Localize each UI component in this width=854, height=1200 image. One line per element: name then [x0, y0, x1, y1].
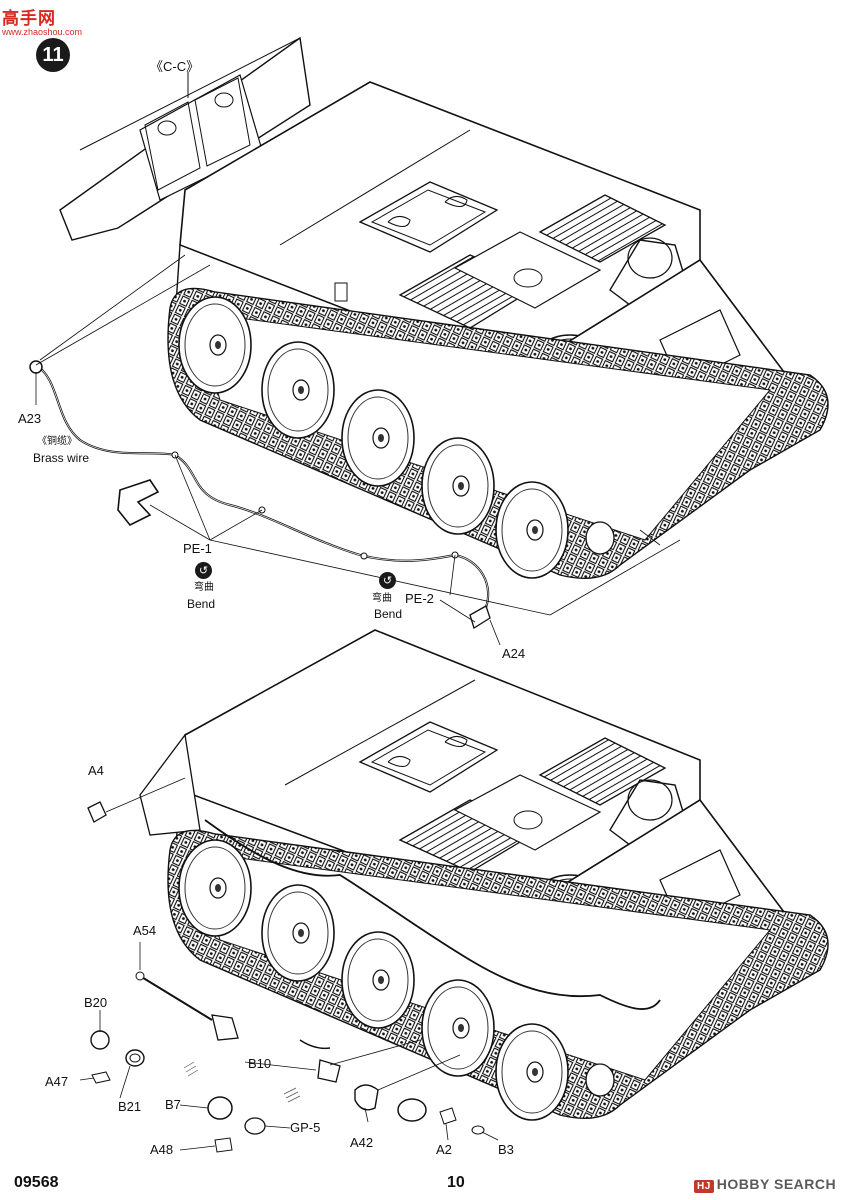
watermark-chinese: 高手网: [2, 9, 56, 28]
watermark-top: 高手网 www.zhaoshou.com: [2, 4, 82, 37]
label-b7: B7: [165, 1097, 181, 1112]
bend-icon: ↺: [195, 562, 212, 579]
kit-number: 09568: [14, 1174, 59, 1191]
label-pe-1: PE-1: [183, 541, 212, 556]
label-pe-2: PE-2: [405, 591, 434, 606]
label-gp-5: GP-5: [290, 1120, 321, 1135]
label-bend-1-en: Bend: [187, 597, 216, 611]
watermark-url: www.zhaoshou.com: [2, 27, 83, 37]
watermark-bottom-text: HOBBY SEARCH: [716, 1176, 837, 1192]
label-bend-2-cn: 弯曲: [372, 593, 392, 604]
page-number: 10: [447, 1174, 465, 1191]
label-brass-wire-en: Brass wire: [33, 451, 90, 465]
top-vehicle-drawing: [29, 36, 829, 646]
label-bend-2-en: Bend: [374, 607, 403, 621]
bottom-vehicle-drawing: [79, 629, 829, 1153]
label-b10: B10: [248, 1056, 272, 1071]
label-b20: B20: [84, 995, 108, 1010]
label-a54: A54: [133, 923, 157, 938]
bend-icon: ↺: [379, 572, 396, 589]
label-a2: A2: [436, 1142, 452, 1157]
label-b21: B21: [118, 1099, 142, 1114]
step-number-badge: 11: [36, 38, 70, 72]
label-a47: A47: [45, 1074, 69, 1089]
label-b3: B3: [498, 1142, 514, 1157]
label-a23: A23: [18, 411, 42, 426]
label-a42: A42: [350, 1135, 374, 1150]
hobby-search-logo: HJ: [694, 1180, 714, 1193]
label-a24: A24: [502, 646, 526, 661]
section-ref-label: 《C-C》: [150, 59, 200, 74]
label-bend-1-cn: 弯曲: [194, 582, 214, 593]
label-brass-wire-cn: 《铜缆》: [37, 436, 77, 447]
label-a48: A48: [150, 1142, 174, 1157]
label-a4: A4: [88, 763, 104, 778]
